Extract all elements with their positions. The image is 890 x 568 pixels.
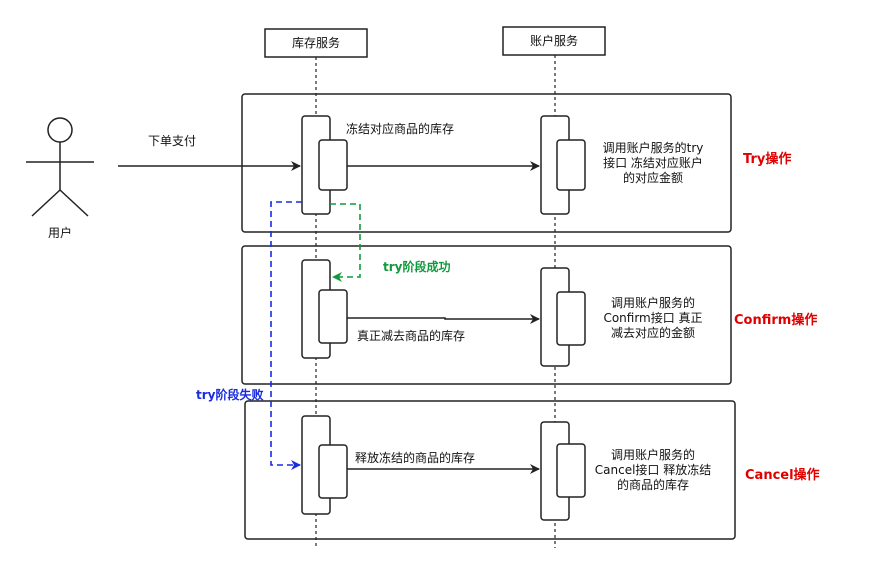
confirm-account-note-line-1: 调用账户服务的 <box>610 296 695 310</box>
try-success-label: try阶段成功 <box>383 260 451 274</box>
freeze-stock-label: 冻结对应商品的库存 <box>346 122 455 136</box>
confirm-account-note-line-2: Confirm接口 真正 <box>603 311 703 325</box>
try-account-inner-activation <box>556 139 586 191</box>
inventory-service-label: 库存服务 <box>291 36 340 50</box>
account-service-box <box>502 26 606 56</box>
try-phase-label: Try操作 <box>743 152 792 167</box>
order-pay-label: 下单支付 <box>148 134 197 148</box>
confirm-account-note: 调用账户服务的 Confirm接口 真正 减去对应的金额 <box>588 296 718 341</box>
real-deduct-arrow <box>347 314 540 324</box>
account-service-label: 账户服务 <box>529 34 578 48</box>
cancel-account-note: 调用账户服务的 Cancel接口 释放冻结 的商品的库存 <box>583 448 723 493</box>
cancel-phase-frame <box>244 400 736 540</box>
try-account-note-line-2: 接口 冻结对应账户 <box>603 156 703 170</box>
confirm-inventory-inner-activation <box>318 289 348 344</box>
try-success-arrow <box>330 203 361 282</box>
try-inventory-inner-activation <box>318 139 348 191</box>
cancel-account-note-line-1: 调用账户服务的 <box>610 448 695 462</box>
real-deduct-label: 真正减去商品的库存 <box>357 329 466 343</box>
release-stock-label: 释放冻结的商品的库存 <box>355 451 476 465</box>
try-phase-frame <box>241 93 732 233</box>
cancel-phase-label: Cancel操作 <box>745 468 820 483</box>
confirm-phase-label: Confirm操作 <box>734 313 818 328</box>
inventory-service-box <box>264 28 368 58</box>
try-fail-arrow <box>270 201 302 470</box>
confirm-account-note-line-3: 减去对应的金额 <box>610 326 695 340</box>
try-account-note-line-1: 调用账户服务的try <box>602 141 704 155</box>
confirm-account-inner-activation <box>556 291 586 346</box>
try-fail-label: try阶段失败 <box>196 388 264 402</box>
confirm-phase-frame <box>241 245 732 385</box>
cancel-account-inner-activation <box>556 443 586 498</box>
cancel-account-note-line-2: Cancel接口 释放冻结 <box>594 463 712 477</box>
cancel-account-note-line-3: 的商品的库存 <box>616 478 689 492</box>
try-account-note-line-3: 的对应金额 <box>622 171 683 185</box>
try-account-note: 调用账户服务的try 接口 冻结对应账户 的对应金额 <box>588 141 718 186</box>
user-label: 用户 <box>47 226 72 240</box>
cancel-inventory-inner-activation <box>318 444 348 499</box>
user-actor-icon <box>26 117 94 217</box>
